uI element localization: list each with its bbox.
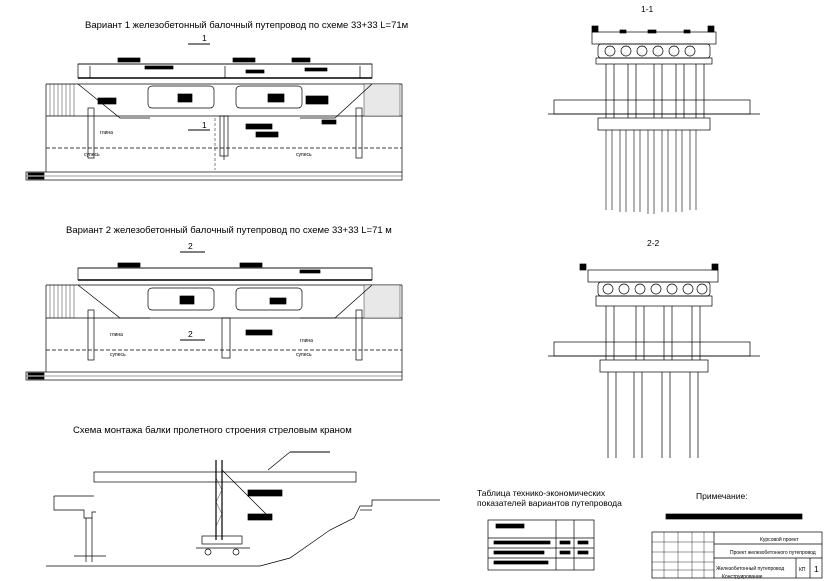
section2-label: 2-2 (647, 238, 660, 248)
section-2-2: 2-2 (548, 238, 760, 458)
erection-scheme: Схема монтажа балки пролетного строения … (46, 425, 440, 567)
variant1-title: Вариант 1 железобетонный балочный путепр… (85, 20, 408, 31)
variant1-soil-lower-right: супесь (296, 152, 312, 158)
variant2-section-mark-bottom: 2 (188, 329, 193, 339)
variant2-soil-lower-right: супесь (296, 352, 312, 358)
notes-and-stamp: Примечание: Курсовой проект Проект желез… (651, 491, 823, 580)
notes-title: Примечание: (696, 491, 748, 501)
variant2-section-mark-top: 2 (188, 241, 193, 251)
stamp-subtitle: Конструирование (722, 574, 763, 580)
variant2-elevation: Вариант 2 железобетонный балочный путепр… (25, 225, 403, 381)
variant1-elevation: Вариант 1 железобетонный балочный путепр… (25, 20, 408, 181)
stamp-code: КП (799, 567, 806, 573)
tech-table: Таблица технико-экономических показателе… (477, 488, 622, 571)
stamp-sheet-title: Железобетонный путепровод (716, 565, 784, 572)
variant2-title: Вариант 2 железобетонный балочный путепр… (66, 225, 392, 236)
stamp-course: Курсовой проект (760, 536, 799, 543)
variant2-soil-upper-right: глина (300, 338, 313, 344)
erection-title: Схема монтажа балки пролетного строения … (73, 425, 352, 436)
variant1-soil-upper: глина (100, 130, 113, 136)
variant1-section-mark-top: 1 (202, 33, 207, 43)
section1-label: 1-1 (641, 4, 654, 14)
section-1-1: 1-1 (548, 4, 760, 214)
stamp-project: Проект железобетонного путепровод (730, 550, 816, 556)
variant2-soil-upper-left: глина (110, 332, 123, 338)
variant1-soil-lower-left: супесь (84, 152, 100, 158)
table-title-line2: показателей вариантов путепровода (477, 498, 622, 508)
variant2-soil-lower-left: супесь (110, 352, 126, 358)
stamp-sheet-number: 1 (814, 564, 819, 574)
variant1-section-mark-bottom: 1 (202, 120, 207, 130)
table-title-line1: Таблица технико-экономических (477, 488, 606, 498)
